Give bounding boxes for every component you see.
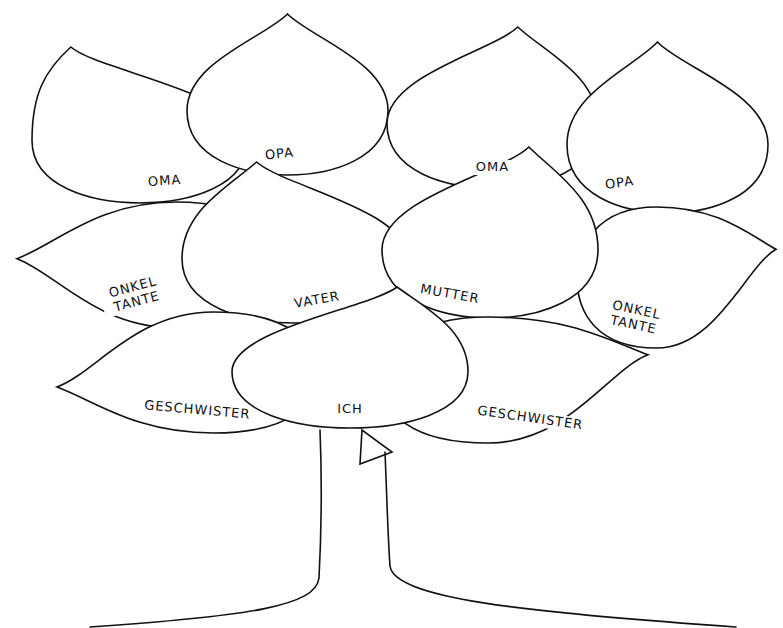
leaf-label: OMA: [474, 160, 511, 175]
leaf-node: OPA: [185, 12, 390, 177]
trunk-line: [90, 430, 321, 627]
leaf-node: OMA: [385, 25, 600, 190]
leaf-label: ICH: [335, 402, 365, 417]
trunk-line: [385, 452, 736, 627]
trunk-line: [360, 430, 392, 464]
leaf-node: OPA: [565, 40, 770, 215]
leaf-shape: [565, 40, 770, 215]
leaf-outline: [577, 207, 776, 348]
leaf-outline: [567, 42, 768, 213]
leaf-node: ONKEL TANTE: [575, 205, 778, 350]
leaf-label: OMA: [146, 172, 184, 190]
leaf-node: ICH: [230, 285, 470, 430]
leaf-outline: [382, 147, 598, 318]
leaf-shape: [575, 205, 778, 350]
leaf-outline: [187, 14, 388, 175]
leaf-outline: [232, 287, 468, 428]
leaf-outline: [387, 27, 598, 188]
